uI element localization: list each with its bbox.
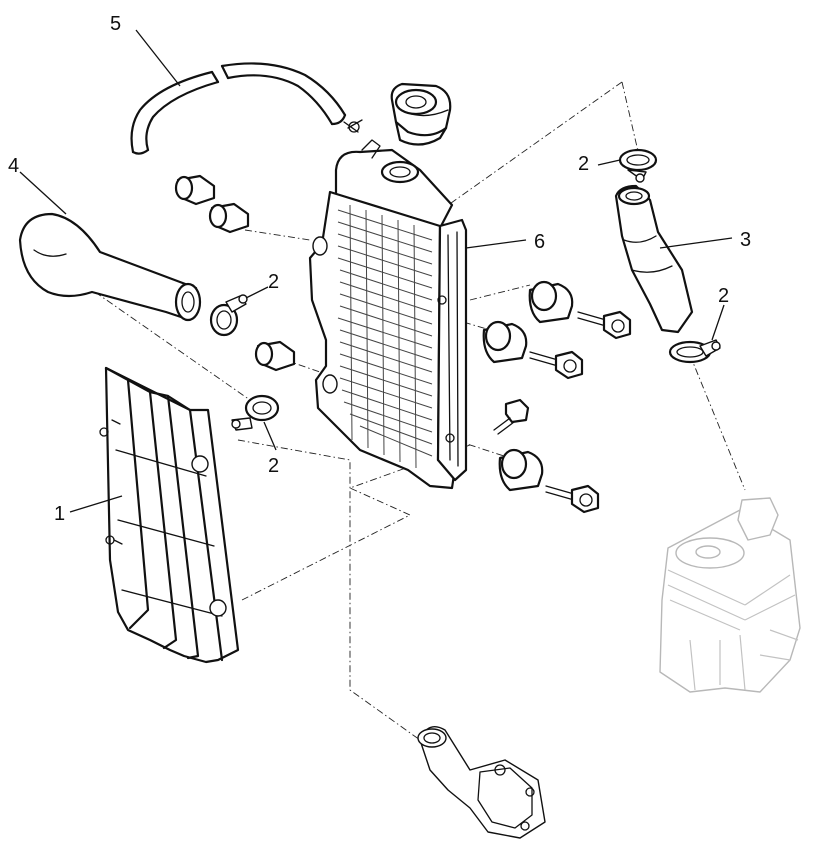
radiator (308, 139, 468, 490)
radiator-core-fins (337, 204, 433, 469)
callout-part-2-right-lower: 2 (718, 285, 729, 307)
mounting-collars-left (174, 174, 296, 372)
callout-part-2-top-right: 2 (578, 153, 589, 175)
callout-part-2-left-lower: 2 (268, 455, 279, 477)
callout-leaders (19, 29, 733, 513)
callout-part-5: 5 (110, 13, 121, 35)
callout-labels: 5 4 6 2 3 2 2 2 1 (8, 13, 751, 525)
callout-part-6: 6 (534, 231, 545, 253)
hose-clamp-top-right (618, 148, 658, 183)
callout-part-4: 4 (8, 155, 19, 177)
lower-radiator-hose (614, 184, 694, 334)
engine-cylinder-outline (659, 497, 801, 693)
rubber-grommets-right (482, 280, 574, 492)
radiator-cap (390, 82, 452, 146)
callout-part-3: 3 (740, 229, 751, 251)
hose-clamp-left-upper (209, 294, 248, 337)
hose-clamp-right-lower (668, 339, 721, 364)
hose-clamp-left-lower (231, 394, 280, 431)
water-pump-cover (417, 726, 546, 839)
overflow-tube (130, 62, 363, 155)
mounting-bolts (493, 310, 632, 514)
radiator-louver (99, 366, 240, 664)
callout-part-1: 1 (54, 503, 65, 525)
callout-part-2-left-upper: 2 (268, 271, 279, 293)
upper-radiator-hose (18, 212, 202, 322)
